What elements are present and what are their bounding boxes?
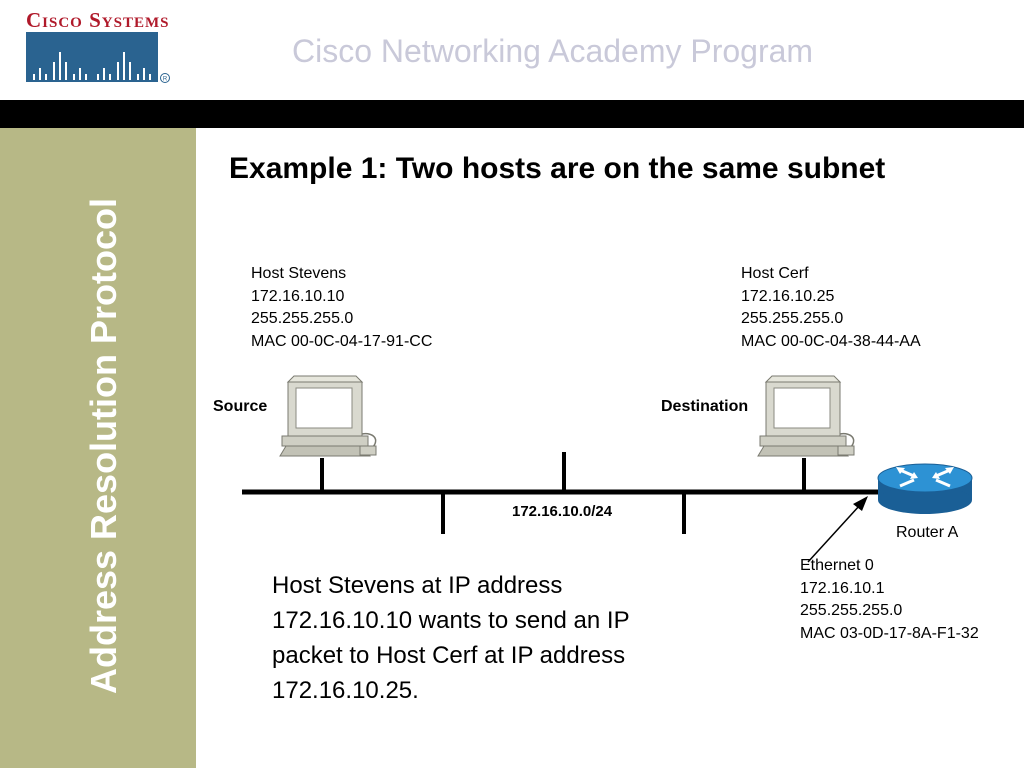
source-host-mask: 255.255.255.0: [251, 310, 354, 327]
source-host-info: Host Stevens 172.16.10.10 255.255.255.0 …: [251, 263, 432, 353]
destination-host-name: Host Cerf: [741, 265, 809, 282]
source-computer-icon: [279, 375, 377, 457]
description-line: 172.16.10.10 wants to send an IP: [272, 607, 630, 634]
cisco-logo-text: Cisco Systems: [26, 8, 170, 32]
destination-host-info: Host Cerf 172.16.10.25 255.255.255.0 MAC…: [741, 263, 921, 353]
interface-pointer-line: [807, 504, 861, 563]
description-line: packet to Host Cerf at IP address: [272, 642, 626, 669]
destination-host-mac: MAC 00-0C-04-38-44-AA: [741, 332, 921, 350]
description-line: Host Stevens at IP address: [272, 572, 563, 599]
description-line: 172.16.10.25.: [272, 677, 419, 704]
router-mask: 255.255.255.0: [800, 602, 903, 619]
source-host-name: Host Stevens: [251, 265, 347, 282]
slide-title: Example 1: Two hosts are on the same sub…: [229, 152, 886, 185]
network-label: 172.16.10.0/24: [512, 503, 613, 520]
router-interface-info: Ethernet 0 172.16.10.1 255.255.255.0 MAC…: [800, 555, 979, 645]
source-host-mac: MAC 00-0C-04-17-91-CC: [251, 332, 433, 350]
destination-host-ip: 172.16.10.25: [741, 287, 835, 305]
cisco-logo-icon: R: [26, 32, 170, 83]
svg-text:R: R: [163, 77, 168, 83]
interface-pointer-arrowhead: [853, 496, 868, 511]
router-ip: 172.16.10.1: [800, 579, 885, 597]
router-interface-name: Ethernet 0: [800, 557, 874, 574]
router-mac: MAC 03-0D-17-8A-F1-32: [800, 624, 979, 642]
header-divider-band: [0, 100, 1024, 128]
router-icon: [877, 463, 973, 514]
destination-host-mask: 255.255.255.0: [741, 310, 844, 327]
source-host-ip: 172.16.10.10: [251, 287, 345, 305]
header: [0, 0, 1024, 100]
source-label: Source: [213, 398, 268, 415]
slide-description: Host Stevens at IP address 172.16.10.10 …: [272, 568, 630, 708]
router-name: Router A: [896, 524, 959, 541]
sidebar: [0, 128, 196, 768]
destination-label: Destination: [661, 398, 749, 415]
program-title: Cisco Networking Academy Program: [292, 33, 814, 69]
destination-computer-icon: [757, 375, 855, 457]
